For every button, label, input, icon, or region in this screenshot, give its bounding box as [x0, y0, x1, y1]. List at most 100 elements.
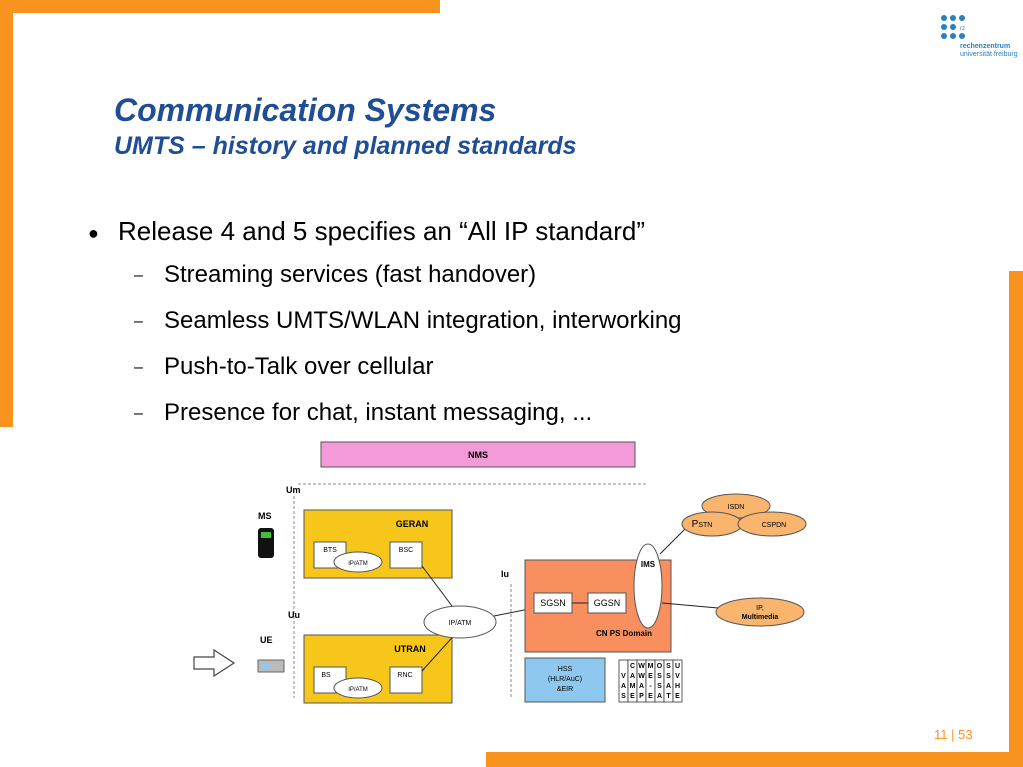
bottom-accent-bar	[486, 752, 1023, 767]
services-grid-letter: S	[657, 683, 662, 690]
sub-bullet-4: – Presence for chat, instant messaging, .…	[134, 398, 592, 429]
cspdn-label: CSPDN	[762, 522, 787, 529]
sub-bullet-2: – Seamless UMTS/WLAN integration, interwo…	[134, 306, 682, 337]
cn-ps-domain-label: CN PS Domain	[596, 629, 652, 638]
hss-label-1: HSS	[558, 666, 573, 673]
nms-label: NMS	[468, 450, 488, 460]
ms-label: MS	[258, 511, 272, 521]
page-current: 11	[934, 727, 948, 742]
core-ipatm-label: IP/ATM	[449, 620, 472, 627]
ims-label: IMS	[641, 560, 656, 569]
services-grid-letter: A	[639, 683, 644, 690]
rechenzentrum-logo: rz	[941, 15, 965, 39]
services-grid-letter: H	[675, 683, 680, 690]
geran-ipatm-label: IP/ATM	[348, 561, 368, 567]
page-number: 11 | 53	[934, 727, 973, 742]
arrow-right-icon	[193, 648, 236, 678]
cloud-utran-ipatm	[333, 677, 383, 699]
services-grid-letter: E	[648, 693, 653, 700]
cloud-core-ipatm	[423, 605, 497, 639]
services-grid-letter: V	[621, 673, 626, 680]
ue-label: UE	[260, 635, 273, 645]
sub-bullet-text: Seamless UMTS/WLAN integration, interwor…	[164, 307, 682, 334]
top-accent-bar	[0, 0, 440, 13]
services-grid-letter: A	[657, 693, 662, 700]
sgsn-label: SGSN	[540, 598, 566, 608]
services-grid-letter: C	[630, 663, 635, 670]
services-grid-letter: -	[649, 683, 652, 690]
services-grid-letter: A	[630, 673, 635, 680]
slide-subtitle: UMTS – history and planned standards	[114, 132, 577, 160]
bsc-label: BSC	[399, 547, 413, 554]
sub-bullet-text: Presence for chat, instant messaging, ..…	[164, 399, 593, 426]
logo-line-1: rechenzentrum	[960, 43, 1011, 50]
pstn-label: PSTN	[692, 519, 713, 530]
rnc-label: RNC	[397, 672, 412, 679]
page-total: 53	[958, 727, 973, 742]
services-grid-letter: M	[630, 683, 636, 690]
hss-box	[524, 657, 606, 703]
page-separator: |	[951, 727, 955, 742]
geran-label: GERAN	[396, 519, 429, 529]
hss-label-3: &EIR	[557, 686, 573, 693]
services-grid-letter: M	[648, 663, 654, 670]
logo-text: rechenzentrum universität freiburg	[960, 43, 1018, 59]
umts-architecture-diagram: NMS Um Uu Iu MS UE GERAN BTS BSC IP/ATM …	[193, 441, 807, 704]
services-grid-letter: S	[621, 693, 626, 700]
services-grid-letter: W	[638, 673, 645, 680]
slide-title: Communication Systems	[114, 92, 497, 128]
um-label: Um	[286, 485, 301, 495]
services-grid-letter: S	[666, 663, 671, 670]
services-grid-letter: W	[638, 663, 645, 670]
isdn-label: ISDN	[728, 504, 745, 511]
services-grid-letter: A	[666, 683, 671, 690]
services-grid-letter: T	[666, 693, 671, 700]
ip-multimedia-label-2: Multimedia	[742, 614, 779, 621]
hss-label-2: (HLR/AuC)	[548, 676, 582, 683]
services-grid-letter: E	[630, 693, 635, 700]
nms-box	[320, 441, 636, 468]
sub-bullet-text: Streaming services (fast handover)	[164, 261, 537, 288]
iu-label: Iu	[501, 569, 509, 579]
right-accent-bar	[1009, 271, 1023, 767]
services-grid-letter: E	[648, 673, 653, 680]
cloud-ip-multimedia	[715, 597, 805, 627]
cloud-ims	[633, 543, 663, 629]
utran-label: UTRAN	[394, 644, 426, 654]
ggsn-label: GGSN	[594, 598, 621, 608]
services-grid-letter: U	[675, 663, 680, 670]
bts-label: BTS	[323, 547, 337, 554]
bullet-main: ● Release 4 and 5 specifies an “All IP st…	[88, 214, 645, 250]
ip-multimedia-label-1: IP,	[756, 605, 764, 612]
cloud-geran-ipatm	[333, 551, 383, 573]
services-grid-letter: E	[675, 693, 680, 700]
link-ims-pstn	[659, 525, 689, 555]
services-grid-letter: A	[621, 683, 626, 690]
services-grid-letter: S	[657, 673, 662, 680]
utran-ipatm-label: IP/ATM	[348, 687, 368, 693]
services-grid-letter: P	[639, 693, 644, 700]
dash-icon: –	[134, 266, 143, 284]
logo-small-text: rz	[960, 26, 965, 32]
logo-line-2: universität freiburg	[960, 51, 1018, 58]
bsc-box	[389, 541, 423, 569]
services-grid-letter: V	[675, 673, 680, 680]
services-grid-letter: S	[666, 673, 671, 680]
services-grid-letter: O	[657, 663, 663, 670]
dash-icon: –	[134, 312, 143, 330]
sub-bullet-text: Push-to-Talk over cellular	[164, 353, 434, 380]
services-grid-column	[672, 659, 683, 703]
sub-bullet-3: – Push-to-Talk over cellular	[134, 352, 433, 383]
bullet-dot-icon: ●	[88, 223, 99, 244]
dash-icon: –	[134, 404, 143, 422]
left-accent-bar	[0, 0, 13, 427]
bs-label: BS	[321, 672, 331, 679]
uu-label: Uu	[288, 610, 300, 620]
mobile-phone-icon	[258, 528, 274, 558]
sub-bullet-1: – Streaming services (fast handover)	[134, 260, 536, 291]
bullet-main-text: Release 4 and 5 specifies an “All IP sta…	[118, 216, 646, 246]
cloud-cspdn	[737, 511, 807, 537]
dash-icon: –	[134, 358, 143, 376]
link-ggsn-ipmm	[661, 602, 719, 609]
